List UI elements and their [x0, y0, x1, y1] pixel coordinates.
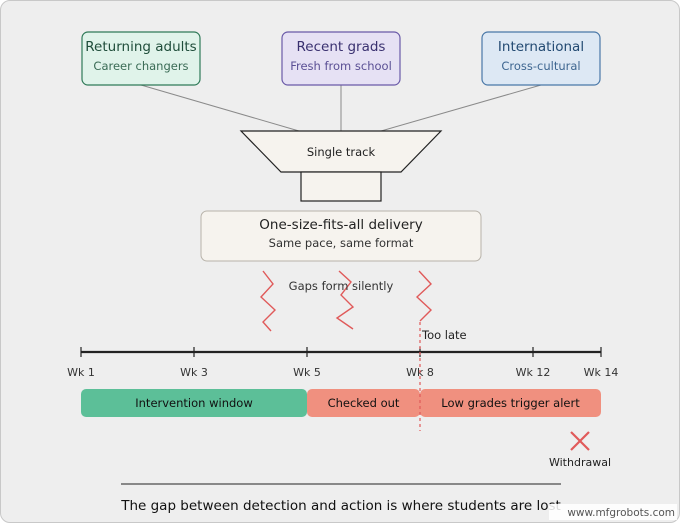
source-box-returning-adults: Returning adults Career changers	[81, 31, 201, 86]
source-title: Returning adults	[85, 39, 196, 55]
caption: The gap between detection and action is …	[120, 498, 561, 514]
funnel-label: Single track	[307, 145, 376, 159]
source-box-recent-grads: Recent grads Fresh from school	[281, 31, 401, 86]
delivery-subtitle: Same pace, same format	[269, 236, 414, 250]
timeline-phase-bar	[307, 389, 420, 417]
withdrawal: Withdrawal	[549, 431, 611, 469]
source-subtitle: Fresh from school	[290, 59, 392, 73]
timeline-tick-label: Wk 14	[584, 366, 619, 379]
source-box-bg	[281, 31, 401, 86]
timeline-tick-label: Wk 5	[293, 366, 321, 379]
gap-cracks	[260, 270, 433, 332]
delivery-box-bg	[200, 210, 482, 262]
connector-international	[380, 84, 542, 132]
watermark-text: www.mfgrobots.com	[567, 507, 675, 519]
source-connectors	[140, 84, 542, 132]
withdrawal-label: Withdrawal	[549, 456, 611, 469]
source-box-bg	[481, 31, 601, 86]
withdrawal-x-icon	[570, 431, 590, 451]
funnel-spout	[300, 171, 382, 202]
timeline-phase-bar	[420, 389, 601, 417]
timeline-phases: Intervention window Checked out Low grades…	[81, 389, 601, 417]
delivery-title: One-size-fits-all delivery	[259, 217, 422, 233]
timeline-phase-label: Intervention window	[135, 396, 252, 410]
too-late-label: Too late	[421, 328, 467, 342]
timeline-tick-label: Wk 12	[516, 366, 551, 379]
gaps-label: Gaps form silently	[289, 279, 394, 293]
funnel: Single track	[239, 130, 443, 202]
source-box-bg	[81, 31, 201, 86]
watermark-bg	[549, 504, 677, 520]
delivery-box: One-size-fits-all delivery Same pace, sa…	[200, 210, 482, 262]
source-subtitle: Cross-cultural	[501, 59, 580, 73]
gap-crack-left	[260, 270, 277, 332]
gap-crack-middle	[335, 270, 355, 330]
timeline-tick-label: Wk 1	[67, 366, 95, 379]
source-subtitle: Career changers	[93, 59, 188, 73]
timeline-phase-label: Checked out	[328, 396, 400, 410]
funnel-top	[239, 130, 443, 173]
timeline-phase-label: Low grades trigger alert	[441, 396, 580, 410]
connector-returning-adults	[140, 84, 300, 132]
gap-crack-right	[415, 270, 433, 322]
source-title: International	[498, 39, 584, 55]
source-title: Recent grads	[297, 39, 386, 55]
source-box-international: International Cross-cultural	[481, 31, 601, 86]
watermark: www.mfgrobots.com	[549, 504, 677, 520]
timeline-phase-bar	[81, 389, 307, 417]
timeline-tick-label: Wk 3	[180, 366, 208, 379]
